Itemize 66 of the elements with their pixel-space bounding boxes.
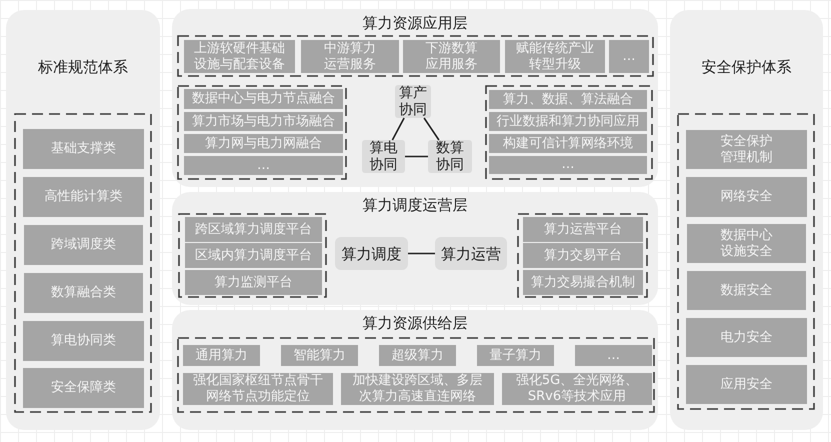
layer-title: 算力调度运营层	[362, 195, 468, 215]
layer-title: 算力资源应用层	[362, 13, 468, 33]
function-box: 算力调度	[335, 237, 408, 270]
synergy-box: 数算协同	[428, 140, 472, 173]
content-box: 强化国家枢纽节点骨干网络节点功能定位	[183, 373, 333, 405]
side-panel	[670, 10, 823, 430]
content-box: …	[609, 40, 649, 73]
content-box: …	[184, 156, 343, 175]
dashed-frame	[177, 85, 347, 180]
content-box: 应用安全	[686, 365, 807, 404]
connector-line	[423, 118, 440, 140]
content-box: 数据安全	[687, 271, 806, 310]
side-panel	[6, 10, 160, 430]
content-box: 基础支撑类	[23, 129, 144, 169]
content-box: 算力运营平台	[523, 217, 643, 242]
synergy-box: 算电协同	[362, 140, 405, 173]
content-box: 算力交易平台	[523, 243, 643, 268]
content-box: 算力交易撮合机制	[523, 270, 643, 295]
content-box: 数算融合类	[24, 273, 143, 313]
content-box: 中游算力运营服务	[301, 40, 399, 73]
dashed-frame	[517, 213, 648, 298]
function-box: 算力运营	[435, 237, 507, 270]
content-box: 赋能传统产业转型升级	[505, 40, 605, 73]
dashed-frame	[177, 35, 654, 77]
layer-panel	[172, 310, 658, 430]
content-box: 构建可信计算网络环境	[489, 134, 647, 153]
layer-panel	[172, 9, 658, 187]
synergy-box: 算产协同	[395, 85, 431, 118]
content-box: 跨域调度类	[24, 225, 143, 265]
content-box: 强化5G、全光网络、SRv6等技术应用	[502, 373, 652, 405]
content-box: 电力安全	[686, 318, 807, 357]
content-box: 安全保障类	[23, 368, 144, 408]
content-box: 算电协同类	[23, 321, 144, 361]
content-box: 高性能计算类	[23, 177, 144, 217]
content-box: 算力监测平台	[185, 270, 322, 295]
content-box: 安全保护管理机制	[686, 130, 807, 169]
dashed-frame	[677, 113, 815, 410]
dashed-frame	[178, 213, 327, 298]
panel-title: 标准规范体系	[38, 57, 128, 77]
content-box: 下游数算应用服务	[403, 40, 500, 73]
layer-title: 算力资源供给层	[362, 313, 468, 333]
content-box: 通用算力	[183, 345, 260, 366]
dashed-frame	[485, 85, 653, 180]
connector-line	[392, 118, 405, 140]
dashed-frame	[177, 337, 655, 413]
content-box: 区域内算力调度平台	[185, 243, 322, 268]
content-box: 数据中心设施安全	[687, 224, 806, 263]
content-box: 算力、数据、算法融合	[489, 90, 647, 109]
layer-panel	[172, 192, 658, 305]
content-box: 智能算力	[281, 345, 358, 366]
content-box: 超级算力	[379, 345, 456, 366]
content-box: 算力网与电力网融合	[184, 134, 343, 153]
content-box: 行业数据和算力协同应用	[489, 112, 647, 131]
content-box: …	[575, 345, 652, 366]
content-box: 跨区域算力调度平台	[185, 217, 322, 242]
content-box: 网络安全	[686, 177, 807, 217]
content-box: …	[489, 156, 647, 174]
connector-line	[405, 156, 428, 158]
content-box: 数据中心与电力节点融合	[184, 89, 343, 109]
panel-title: 安全保护体系	[702, 57, 792, 77]
connector-line	[408, 252, 435, 254]
dashed-frame	[14, 113, 152, 413]
content-box: 上游软硬件基础设施与配套设备	[184, 40, 295, 73]
content-box: 加快建设跨区域、多层次算力高速直连网络	[341, 373, 494, 405]
content-box: 量子算力	[477, 345, 554, 366]
content-box: 算力市场与电力市场融合	[184, 112, 343, 131]
